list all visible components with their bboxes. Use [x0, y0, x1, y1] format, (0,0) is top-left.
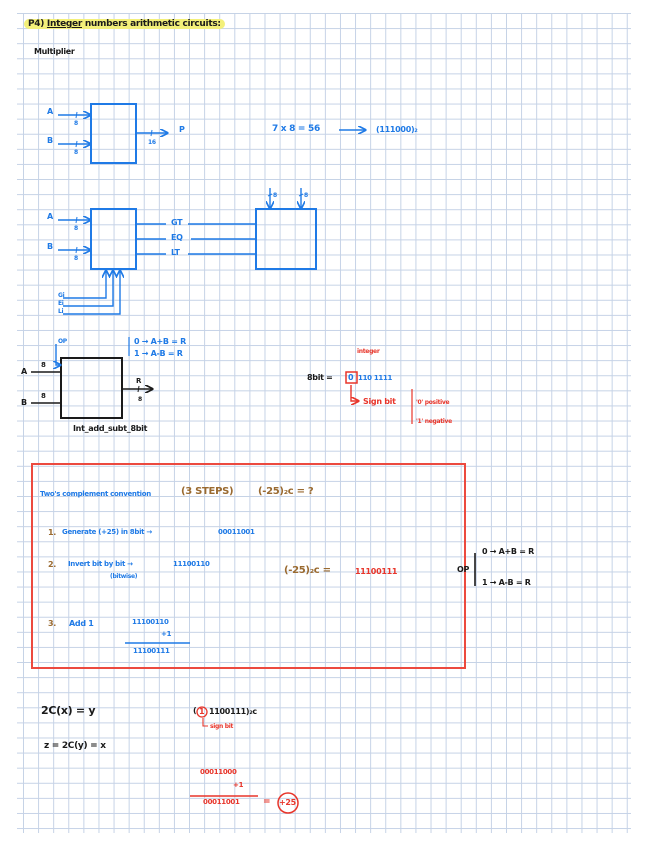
step1-text: Generate (+25) in 8bit →	[62, 528, 152, 536]
step2-note: (bitwise)	[110, 573, 138, 580]
twos-complement-answer-value: 11100111	[355, 567, 398, 576]
adder-label-b: B	[21, 398, 27, 407]
heading-prefix: P4)	[28, 19, 45, 29]
step1-number: 1.	[48, 528, 57, 537]
multiplier-example-binary: (111000)₂	[376, 125, 418, 134]
step3-plus-one: +1	[161, 630, 172, 638]
op-side-note-label: OP	[457, 565, 470, 574]
comparator-cascade-ei: Ei	[58, 300, 64, 307]
inverse-code-sign-digit: 1	[199, 707, 205, 716]
step3-result: 11100111	[133, 647, 170, 655]
adder-label-r: R	[136, 377, 142, 385]
comparator-label-a: A	[47, 212, 53, 221]
multiplier-label-b: B	[47, 136, 53, 145]
inverse-code-rest: 1100111)₂c	[209, 707, 257, 716]
step3-text: Add 1	[69, 619, 94, 628]
adder-width-a: 8	[41, 361, 46, 369]
inverse-addend: 00011000	[200, 768, 237, 776]
inverse-equals: =	[263, 797, 271, 807]
adder-op-rule-0: 0 → A+B = R	[134, 337, 186, 346]
multiplier-label-a: A	[47, 107, 53, 116]
comparator-output-gt: GT	[171, 218, 183, 227]
multiplier-width-a: 8	[74, 120, 78, 127]
heading-underlined-word: Integer	[46, 19, 82, 29]
multiplier-width-b: 8	[74, 149, 78, 156]
integer-case-negative: '1' negative	[416, 418, 452, 425]
comparator-output-eq: EQ	[171, 233, 183, 242]
comparator-label-b: B	[47, 242, 53, 251]
adder-op-label: OP	[58, 338, 67, 345]
integer-rest-bits: 110 1111	[358, 374, 393, 382]
comparator-width-a: 8	[74, 225, 78, 232]
comparator-top-width-2: 8	[304, 192, 308, 199]
adder-caption: Int_add_subt_8bit	[73, 424, 148, 433]
twos-complement-box	[31, 463, 466, 669]
inverse-sign-bit-label: sign bit	[210, 723, 234, 730]
adder-op-rule-1: 1 → A-B = R	[134, 349, 183, 358]
twos-complement-question: (-25)₂c = ?	[258, 486, 314, 497]
inverse-final-value: +25	[279, 798, 296, 807]
comparator-width-b: 8	[74, 255, 78, 262]
comparator-top-width-1: 8	[273, 192, 277, 199]
multiplier-label-p: P	[179, 125, 185, 134]
inverse-equation-2: z = 2C(y) = x	[44, 741, 106, 751]
op-side-note-rule-0: 0 → A+B = R	[482, 547, 534, 556]
twos-complement-steps-label: (3 STEPS)	[181, 486, 234, 497]
integer-sign-digit: 0	[348, 373, 354, 382]
heading-rest: numbers arithmetic circuits:	[84, 19, 221, 29]
step3-addend: 11100110	[132, 618, 169, 626]
twos-complement-title: Two's complement convention	[40, 490, 151, 498]
step2-value: 11100110	[173, 560, 210, 568]
twos-complement-answer-label: (-25)₂c =	[284, 565, 331, 576]
adder-label-a: A	[21, 367, 27, 376]
integer-sign-bit-label: Sign bit	[363, 397, 396, 406]
step1-value: 00011001	[218, 528, 255, 536]
subheading-multiplier: Multiplier	[34, 47, 75, 56]
inverse-equation-1: 2C(x) = y	[41, 704, 96, 717]
inverse-result: 00011001	[203, 798, 240, 806]
graph-paper-grid	[17, 13, 631, 833]
step2-text: Invert bit by bit →	[68, 560, 133, 568]
inverse-code-open: (	[193, 706, 197, 715]
op-side-note-rule-1: 1 → A-B = R	[482, 578, 531, 587]
adder-width-b: 8	[41, 392, 46, 400]
multiplier-width-out: 16	[148, 139, 156, 146]
step3-number: 3.	[48, 619, 57, 628]
comparator-cascade-li: Li	[58, 308, 64, 315]
comparator-output-lt: LT	[171, 248, 180, 257]
step2-number: 2.	[48, 560, 57, 569]
multiplier-example: 7 x 8 = 56	[272, 124, 320, 134]
integer-case-positive: '0' positive	[416, 399, 450, 406]
integer-note-title: integer	[357, 348, 380, 355]
integer-note-label: 8bit =	[307, 373, 333, 382]
section-heading: P4) Integer numbers arithmetic circuits:	[24, 19, 225, 29]
inverse-plus-one: +1	[233, 781, 244, 789]
comparator-cascade-gi: Gi	[58, 292, 65, 299]
adder-width-out: 8	[138, 396, 142, 403]
